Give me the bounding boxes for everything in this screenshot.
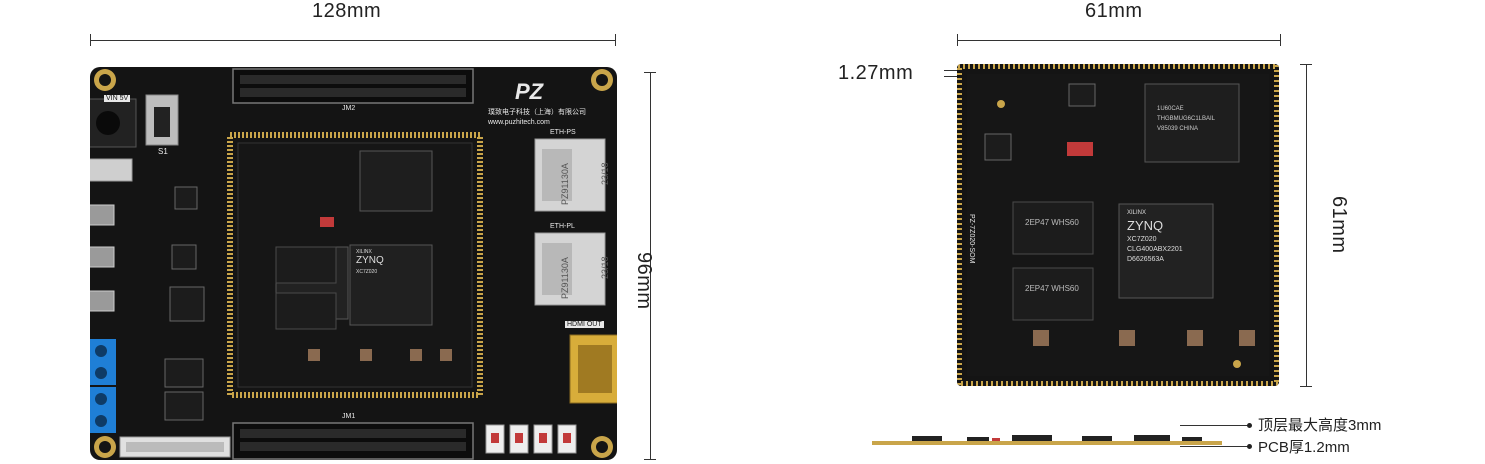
core-label: PZ-7Z020-SOM — [968, 214, 975, 264]
vin-label: VIN 5V — [104, 95, 131, 102]
brand-logo: PZ — [515, 79, 544, 104]
core-height-tick-top — [1300, 64, 1312, 65]
hdmi-out-label: HDMI OUT — [565, 321, 604, 328]
callout-line-pcb-thickness — [1180, 446, 1248, 447]
main-width-tick-left — [90, 34, 91, 46]
zynq-label: ZYNQ — [356, 255, 384, 266]
callout-dot-pcb-thickness — [1247, 444, 1252, 449]
zynq-part: XC7Z020 — [356, 269, 378, 275]
eth-jack-code-2: PZ91130A — [560, 257, 570, 299]
company-name: 璞致电子科技（上海）有限公司 — [488, 109, 586, 116]
core-zynq-pkg: CLG400ABX2201 — [1127, 246, 1183, 253]
core-flash-line1: 1U60CAE — [1157, 106, 1184, 112]
core-width-dimension-line — [957, 40, 1280, 41]
core-zynq-label: ZYNQ — [1127, 218, 1164, 233]
core-zynq-part: XC7Z020 — [1127, 236, 1157, 243]
jm2-label: JM2 — [342, 105, 356, 112]
website: www.puzhitech.com — [488, 119, 550, 126]
main-width-label: 128mm — [312, 0, 382, 22]
main-height-tick-bottom — [644, 459, 656, 460]
core-height-tick-bottom — [1300, 386, 1312, 387]
core-flash-line3: V85039 CHINA — [1157, 126, 1199, 132]
s1-label: S1 — [158, 147, 168, 156]
core-board: PZ-7Z020-SOM XILINX ZYNQ XC7Z020 CLG400A… — [957, 64, 1279, 386]
main-height-tick-top — [644, 72, 656, 73]
core-width-tick-left — [957, 34, 958, 46]
eth-pl-label: ETH-PL — [550, 223, 575, 230]
eth-jack-num-1: 23/18 — [600, 162, 610, 185]
jm1-label: JM1 — [342, 413, 356, 420]
eth-jack-num-2: 23/18 — [600, 256, 610, 279]
callout-pcb-thickness: PCB厚1.2mm — [1258, 439, 1350, 456]
core-zynq-code: D6626563A — [1127, 256, 1164, 263]
pad-pitch-line-bottom — [944, 76, 958, 77]
core-width-tick-right — [1280, 34, 1281, 46]
main-width-dimension-line — [90, 40, 615, 41]
core-flash-line2: THGBMUG6C1LBAIL — [1157, 116, 1216, 122]
pad-pitch-line-top — [944, 70, 958, 71]
core-height-dimension-line — [1306, 64, 1307, 386]
callout-line-top-height — [1180, 425, 1248, 426]
pad-pitch-label: 1.27mm — [838, 62, 914, 84]
core-zynq-brand: XILINX — [1127, 210, 1147, 216]
core-ddr-1: 2EP47 WHS60 — [1025, 218, 1079, 227]
main-height-dimension-line — [650, 72, 651, 460]
main-height-label: 96mm — [633, 252, 655, 310]
main-width-tick-right — [615, 34, 616, 46]
carrier-board: PZ 璞致电子科技（上海）有限公司 www.puzhitech.com VIN … — [90, 67, 617, 460]
zynq-brand: XILINX — [356, 249, 372, 255]
eth-jack-code-1: PZ91130A — [560, 163, 570, 205]
core-ddr-2: 2EP47 WHS60 — [1025, 284, 1079, 293]
core-width-label: 61mm — [1085, 0, 1143, 22]
callout-dot-top-height — [1247, 423, 1252, 428]
core-board-art — [957, 64, 1279, 386]
callout-top-height: 顶层最大高度3mm — [1258, 417, 1382, 434]
core-height-label: 61mm — [1328, 196, 1350, 254]
eth-ps-label: ETH-PS — [550, 129, 576, 136]
carrier-board-art — [90, 68, 617, 460]
core-board-side-view — [872, 432, 1222, 445]
